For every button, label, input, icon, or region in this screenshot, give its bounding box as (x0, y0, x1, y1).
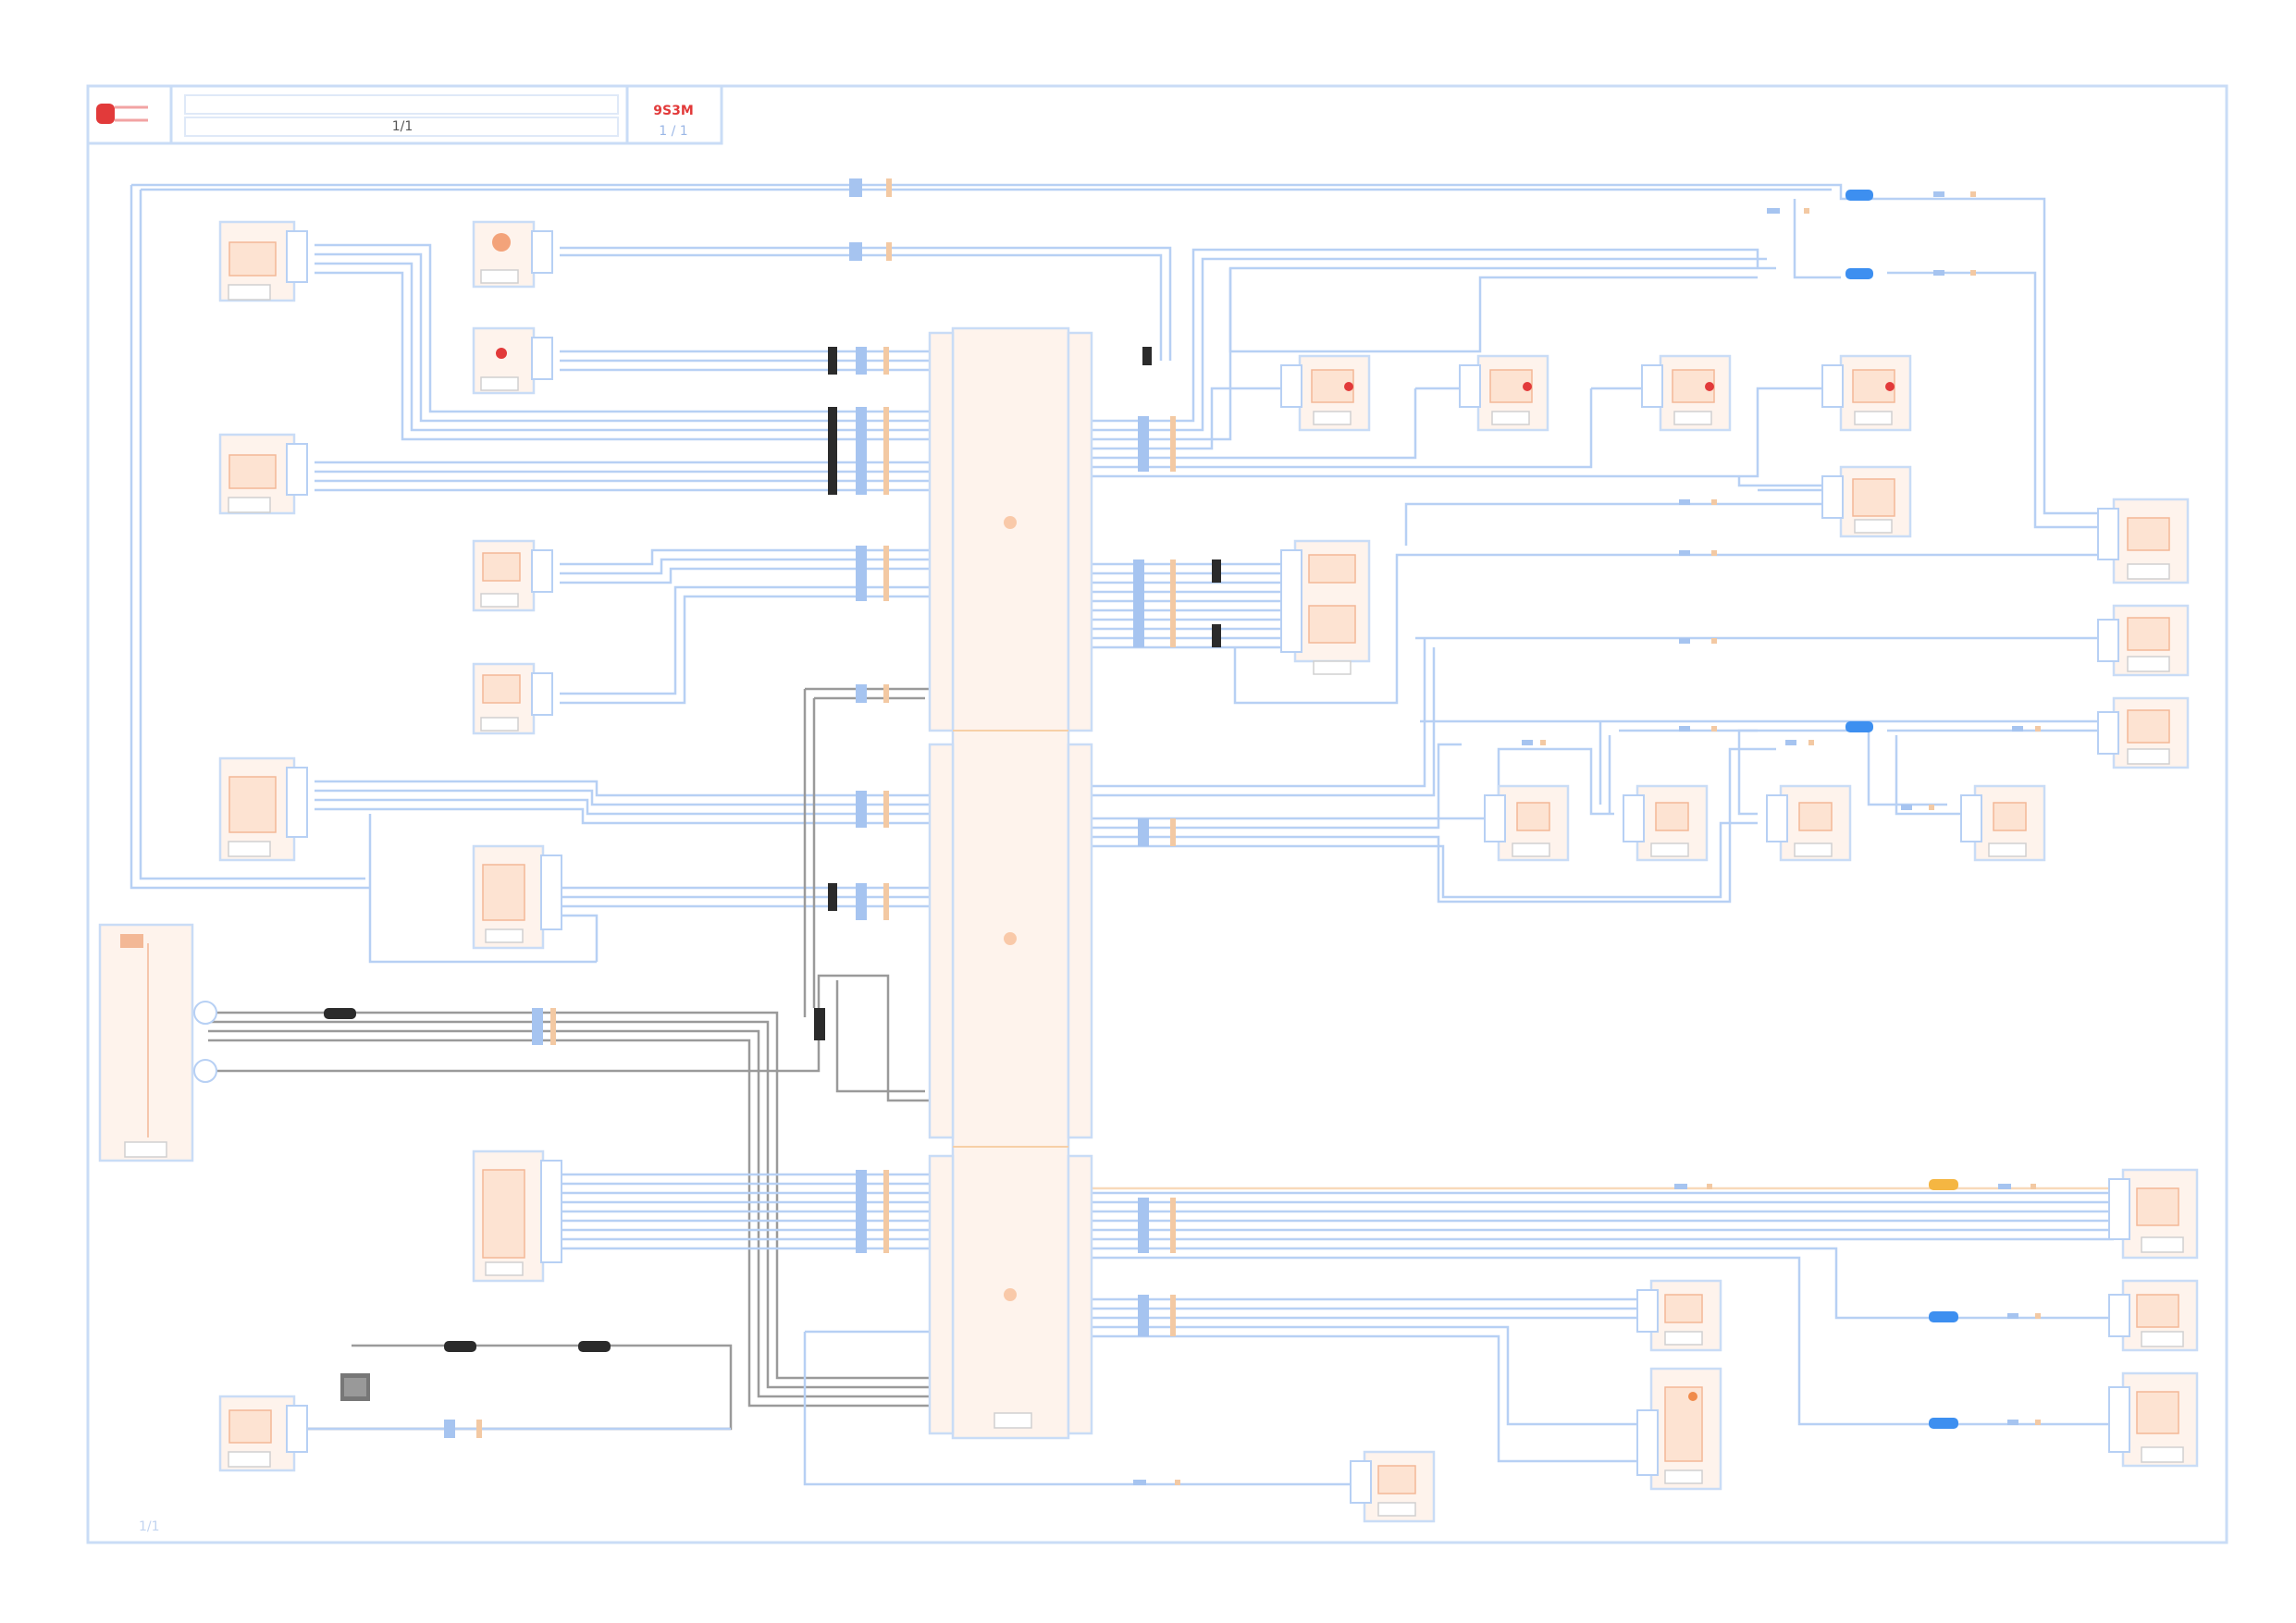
component-left-1 (218, 220, 308, 302)
component-left-6 (472, 662, 553, 735)
power-distribution-block (98, 923, 217, 1162)
sensor-top-right (1821, 465, 1912, 538)
component-bottom-center (1350, 1450, 1436, 1523)
component-far-right-3 (2097, 696, 2190, 769)
component-far-right-1 (2097, 498, 2190, 584)
component-far-right-2 (2097, 604, 2190, 677)
component-left-4 (218, 433, 308, 515)
module-b (1623, 784, 1709, 862)
diagram-code: 9S3M (653, 104, 694, 118)
relay-1 (1280, 354, 1371, 432)
component-center-right (1280, 539, 1371, 675)
module-a (1484, 784, 1570, 862)
car-icon (96, 104, 148, 124)
page-mark: 1/1 (139, 1519, 160, 1534)
component-left-7 (218, 756, 308, 862)
component-left-2 (472, 220, 553, 289)
title-text: 1/1 (392, 119, 414, 134)
component-left-10 (218, 1395, 308, 1472)
component-bottom-right-1 (2108, 1168, 2199, 1260)
module-d (1960, 784, 2046, 862)
sheet-number: 1 / 1 (659, 124, 687, 139)
component-bottom-mid-1 (1636, 1279, 1722, 1352)
component-bottom-right-2 (2108, 1279, 2199, 1352)
component-left-9 (472, 1150, 562, 1283)
diagram-frame (86, 84, 2228, 1544)
relay-2 (1459, 354, 1549, 432)
relay-4 (1821, 354, 1912, 432)
component-left-8 (472, 844, 562, 950)
component-left-3 (472, 326, 553, 395)
component-bottom-right-3 (2108, 1371, 2199, 1468)
relay-3 (1641, 354, 1732, 432)
component-left-5 (472, 539, 553, 612)
component-bottom-mid-2 (1636, 1367, 1722, 1491)
ground-icon (340, 1373, 370, 1401)
connector-markers (324, 178, 2041, 1485)
module-c (1766, 784, 1852, 862)
title-block: 1/1 9S3M 1 / 1 (86, 84, 723, 145)
central-control-unit (928, 326, 1093, 1440)
